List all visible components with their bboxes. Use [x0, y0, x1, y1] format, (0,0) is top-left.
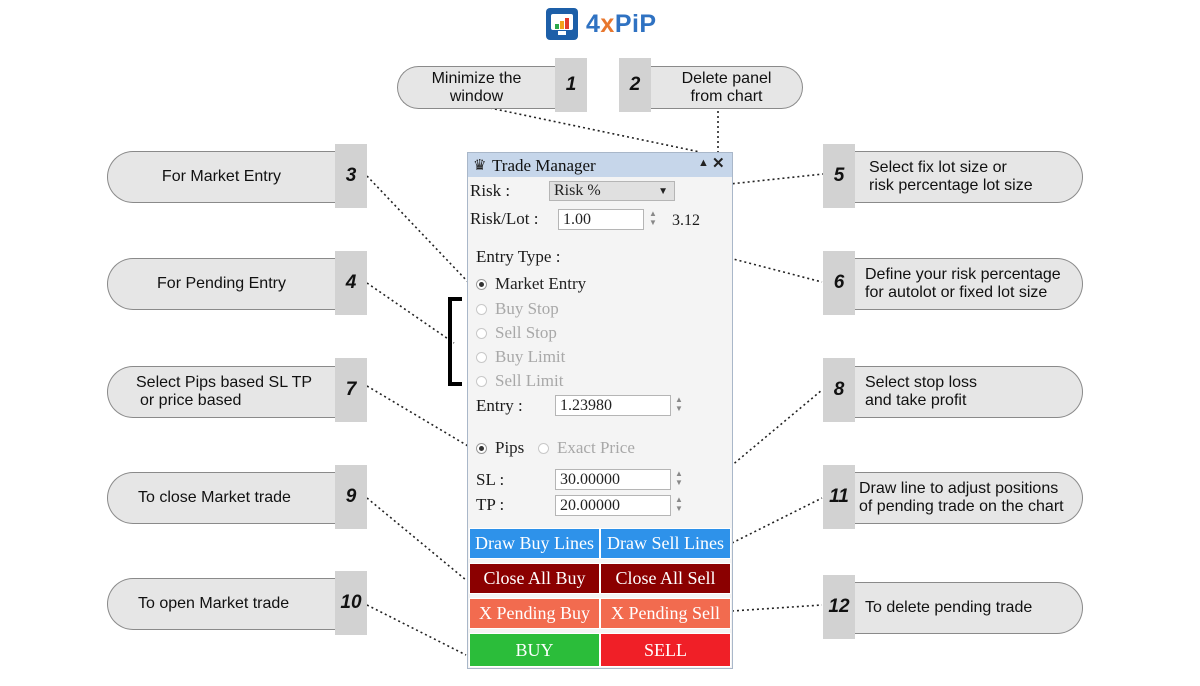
- callout-6-number: 6: [823, 251, 855, 315]
- callout-4: For Pending Entry: [107, 258, 335, 310]
- callout-7: Select Pips based SL TP or price based: [107, 366, 335, 418]
- sl-label: SL :: [476, 470, 505, 489]
- draw-sell-lines-button[interactable]: Draw Sell Lines: [600, 528, 731, 559]
- buy-button[interactable]: BUY: [469, 633, 600, 667]
- chevron-down-icon: ▼: [658, 186, 668, 197]
- callout-7-text: Select Pips based SL TP or price based: [136, 374, 313, 409]
- radio-buy-limit[interactable]: Buy Limit: [476, 347, 565, 367]
- close-all-buy-button[interactable]: Close All Buy: [469, 563, 600, 594]
- leader-10: [366, 604, 467, 656]
- entry-label: Entry :: [476, 396, 523, 415]
- risklot-label: Risk/Lot :: [470, 209, 539, 228]
- leader-1: [489, 107, 701, 153]
- tp-input[interactable]: 20.00000: [555, 495, 671, 516]
- leader-4: [366, 282, 455, 344]
- callout-10-number: 10: [335, 571, 367, 635]
- lot-result: 3.12: [672, 212, 700, 229]
- brand-logo: 4xPiP: [546, 7, 657, 41]
- radio-exact-price[interactable]: Exact Price: [538, 438, 635, 458]
- sl-input[interactable]: 30.00000: [555, 469, 671, 490]
- leader-12: [731, 604, 823, 612]
- callout-9: To close Market trade: [107, 472, 335, 524]
- entry-stepper[interactable]: ▲▼: [675, 395, 683, 413]
- callout-5-text: Select fix lot size or risk percentage l…: [869, 159, 1033, 194]
- callout-3-number: 3: [335, 144, 367, 208]
- sell-button[interactable]: SELL: [600, 633, 731, 667]
- radio-sell-stop[interactable]: Sell Stop: [476, 323, 557, 343]
- pending-entry-bracket: [448, 297, 462, 386]
- leader-7: [366, 385, 469, 447]
- draw-buy-lines-button[interactable]: Draw Buy Lines: [469, 528, 600, 559]
- callout-10: To open Market trade: [107, 578, 335, 630]
- callout-8: Select stop loss and take profit: [855, 366, 1083, 418]
- radio-buy-stop[interactable]: Buy Stop: [476, 299, 559, 319]
- risk-mode-value: Risk %: [554, 182, 601, 199]
- risklot-input[interactable]: 1.00: [558, 209, 644, 230]
- panel-title: Trade Manager: [492, 156, 596, 175]
- close-all-sell-button[interactable]: Close All Sell: [600, 563, 731, 594]
- callout-3: For Market Entry: [107, 151, 335, 203]
- tp-stepper[interactable]: ▲▼: [675, 495, 683, 513]
- callout-8-number: 8: [823, 358, 855, 422]
- trade-manager-panel: ♛ Trade Manager ▲ ✕ Risk : Risk % ▼ Risk…: [467, 152, 733, 669]
- callout-6: Define your risk percentage for autolot …: [855, 258, 1083, 310]
- callout-12-number: 12: [823, 575, 855, 639]
- trader-icon: ♛: [473, 158, 487, 174]
- panel-titlebar[interactable]: ♛ Trade Manager ▲ ✕: [468, 153, 732, 177]
- logo-text: 4xPiP: [586, 9, 657, 38]
- callout-2-text: Delete panel from chart: [681, 69, 772, 105]
- callout-7-number: 7: [335, 358, 367, 422]
- callout-4-number: 4: [335, 251, 367, 315]
- callout-6-text: Define your risk percentage for autolot …: [865, 266, 1061, 301]
- entry-price-input[interactable]: 1.23980: [555, 395, 671, 416]
- risk-label: Risk :: [470, 181, 511, 200]
- callout-12-text: To delete pending trade: [865, 599, 1033, 616]
- callout-9-number: 9: [335, 465, 367, 529]
- sl-stepper[interactable]: ▲▼: [675, 469, 683, 487]
- x-pending-sell-button[interactable]: X Pending Sell: [600, 598, 731, 629]
- callout-2-number: 2: [619, 58, 651, 112]
- callout-9-text: To close Market trade: [138, 489, 291, 506]
- callout-1-text: Minimize the window: [431, 69, 522, 105]
- callout-3-text: For Market Entry: [161, 168, 282, 185]
- callout-11-number: 11: [823, 465, 855, 529]
- entry-type-label: Entry Type :: [476, 247, 561, 266]
- callout-5: Select fix lot size or risk percentage l…: [855, 151, 1083, 203]
- leader-3: [366, 175, 469, 283]
- close-button[interactable]: ✕: [712, 156, 725, 172]
- leader-11: [731, 497, 823, 544]
- risk-mode-select[interactable]: Risk % ▼: [549, 181, 675, 201]
- minimize-button[interactable]: ▲: [698, 157, 709, 169]
- leader-9: [366, 497, 467, 581]
- x-pending-buy-button[interactable]: X Pending Buy: [469, 598, 600, 629]
- callout-1: Minimize the window: [397, 66, 555, 109]
- callout-12: To delete pending trade: [855, 582, 1083, 634]
- callout-11: Draw line to adjust positions of pending…: [855, 472, 1083, 524]
- callout-5-number: 5: [823, 144, 855, 208]
- callout-2: Delete panel from chart: [651, 66, 803, 109]
- radio-sell-limit[interactable]: Sell Limit: [476, 371, 563, 391]
- callout-11-text: Draw line to adjust positions of pending…: [859, 480, 1064, 515]
- risklot-stepper[interactable]: ▲▼: [649, 209, 657, 227]
- tp-label: TP :: [476, 495, 505, 514]
- logo-chart-icon: [546, 8, 578, 40]
- callout-4-text: For Pending Entry: [157, 275, 286, 292]
- callout-10-text: To open Market trade: [138, 595, 290, 612]
- callout-1-number: 1: [555, 58, 587, 112]
- radio-pips[interactable]: Pips: [476, 438, 524, 458]
- callout-8-text: Select stop loss and take profit: [865, 374, 978, 409]
- radio-market-entry[interactable]: Market Entry: [476, 274, 586, 294]
